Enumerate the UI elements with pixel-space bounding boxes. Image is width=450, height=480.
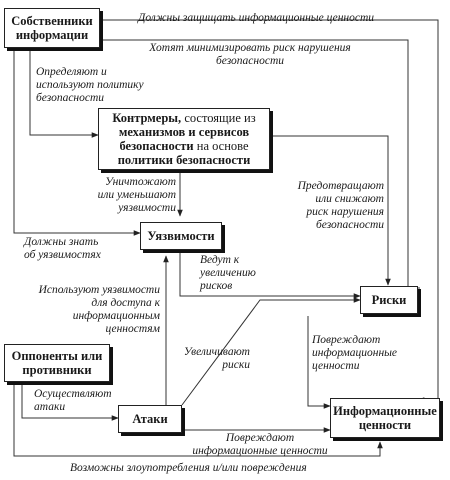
node-opponents: Оппоненты или противники — [4, 344, 110, 382]
label-abuse: Возможны злоупотребления и/или поврежден… — [70, 462, 307, 474]
edge-countermeasures-risks — [270, 135, 391, 286]
edge-vulnerabilities-risks — [179, 252, 361, 299]
label-increase-risks: Увеличивают риски — [183, 346, 250, 371]
edge-owners-countermeasures — [29, 48, 99, 138]
label-damage-assets: Повреждают информационные ценности — [312, 334, 398, 372]
node-assets-label: Информационные ценности — [333, 404, 437, 432]
node-countermeasures-label: Контрмеры, состоящие из механизмов и сер… — [99, 111, 269, 167]
label-know-vulnerabilities: Должны знать об уязвимостях — [24, 236, 101, 261]
node-attacks-label: Атаки — [132, 412, 168, 426]
label-perform-attacks: Осуществляют атаки — [34, 388, 112, 413]
cm-part-d: на основе — [193, 139, 249, 153]
node-vulnerabilities-label: Уязвимости — [147, 229, 215, 243]
cm-part-b: состоящие из — [181, 111, 256, 125]
node-owners-label: Собственники информации — [11, 14, 93, 42]
label-destroy-vulnerabilities: Уничтожают или уменьшают уязвимости — [97, 176, 176, 214]
node-attacks: Атаки — [118, 405, 182, 433]
edge-opponents-attacks — [21, 382, 119, 421]
node-countermeasures: Контрмеры, состоящие из механизмов и сер… — [98, 108, 270, 170]
node-opponents-label: Оппоненты или противники — [11, 349, 103, 377]
node-risks: Риски — [360, 286, 418, 314]
edge-owners-know-vulnerabilities — [13, 48, 141, 236]
edge-risks-damage-assets — [307, 316, 331, 409]
cm-part-c: механизмов и сервисов безопасности — [118, 125, 250, 153]
node-owners: Собственники информации — [4, 8, 100, 48]
label-define-policy: Определяют и используют политику безопас… — [36, 66, 144, 104]
label-lead-to-risks: Ведут к увеличению рисков — [200, 254, 256, 292]
cm-part-a: Контрмеры, — [112, 111, 182, 125]
label-prevent-risk: Предотвращают или снижают риск нарушения… — [297, 180, 384, 231]
edge-attacks-increase-risks — [181, 297, 361, 406]
label-exploit-vulnerabilities: Используют уязвимости для доступа к инфо… — [38, 284, 160, 335]
cm-part-e: политики безопасности — [117, 153, 251, 167]
label-attacks-damage-assets: Повреждают информационные ценности — [192, 432, 328, 457]
edge-opponents-abuse-assets — [13, 382, 383, 457]
node-vulnerabilities: Уязвимости — [140, 222, 222, 250]
label-must-protect: Должны защищать информационные ценности — [138, 12, 375, 24]
label-minimize-risk: Хотят минимизировать риск нарушения безо… — [149, 42, 351, 67]
node-risks-label: Риски — [371, 293, 407, 307]
node-assets: Информационные ценности — [330, 398, 440, 438]
